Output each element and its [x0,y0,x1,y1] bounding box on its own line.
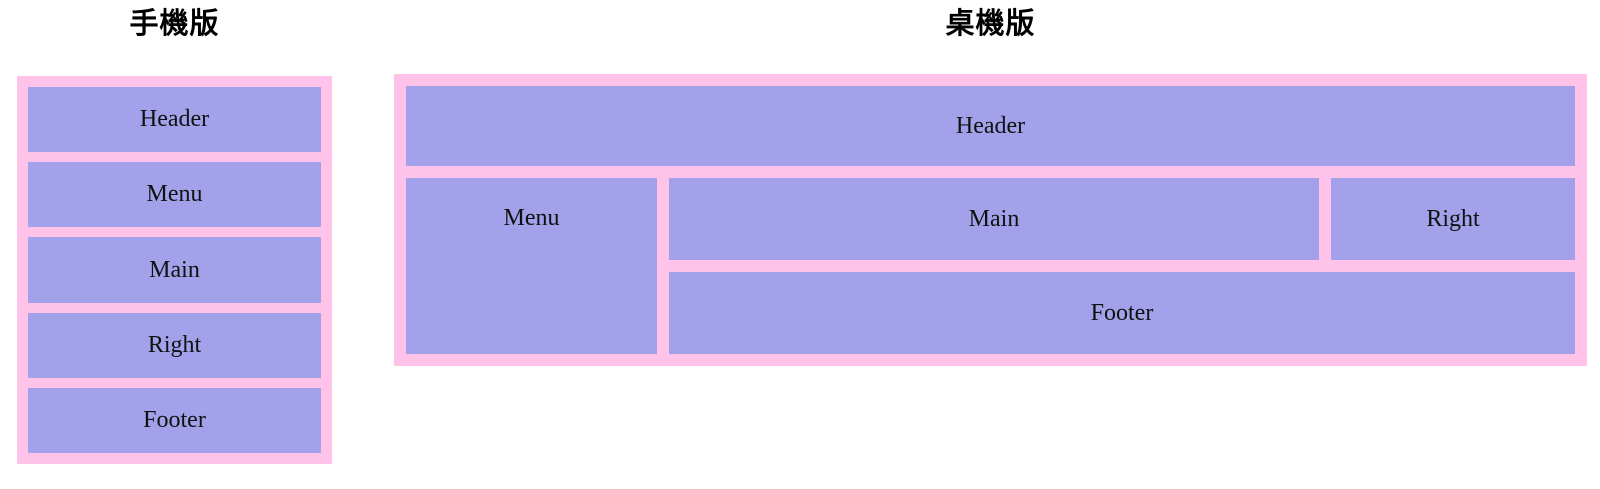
mobile-footer-box: Footer [28,387,321,454]
mobile-header-box: Header [28,87,321,153]
mobile-menu-box: Menu [28,162,321,228]
desktop-layout-container: Header Menu Main Right Footer [394,74,1587,366]
mobile-main-box: Main [28,237,321,303]
desktop-layout-title: 桌機版 [945,8,1036,40]
desktop-right-box: Right [1331,178,1575,260]
desktop-footer-box: Footer [669,272,1575,354]
desktop-main-box: Main [669,178,1319,260]
mobile-layout-container: Header Menu Main Right Footer [17,76,332,464]
mobile-layout-title: 手機版 [129,8,220,40]
mobile-right-box: Right [28,312,321,378]
desktop-header-box: Header [406,86,1575,166]
desktop-menu-box: Menu [406,178,657,354]
